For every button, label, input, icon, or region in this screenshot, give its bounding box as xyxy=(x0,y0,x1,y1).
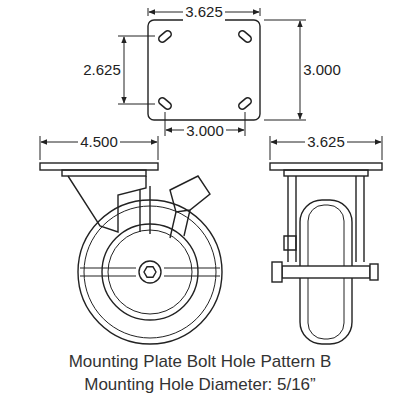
mounting-plate xyxy=(148,20,260,120)
brake-pedal xyxy=(272,262,282,282)
caption-text: Mounting Plate Bolt Hole Pattern B xyxy=(67,352,334,372)
dimension-label: 3.000 xyxy=(301,61,343,78)
brake-lever xyxy=(170,176,210,212)
dimension-label: 3.625 xyxy=(305,133,347,150)
bolt-slots xyxy=(157,29,252,110)
caster-side-view xyxy=(40,163,222,344)
dimension-label: 3.000 xyxy=(184,122,226,139)
caption-text: Mounting Hole Diameter: 5/16” xyxy=(82,375,318,395)
dimension-label: 4.500 xyxy=(78,133,120,150)
dimension-label: 2.625 xyxy=(81,61,123,78)
dimension-lines xyxy=(40,8,382,160)
caster-front-view xyxy=(270,163,382,344)
dimension-label: 3.625 xyxy=(183,3,225,20)
